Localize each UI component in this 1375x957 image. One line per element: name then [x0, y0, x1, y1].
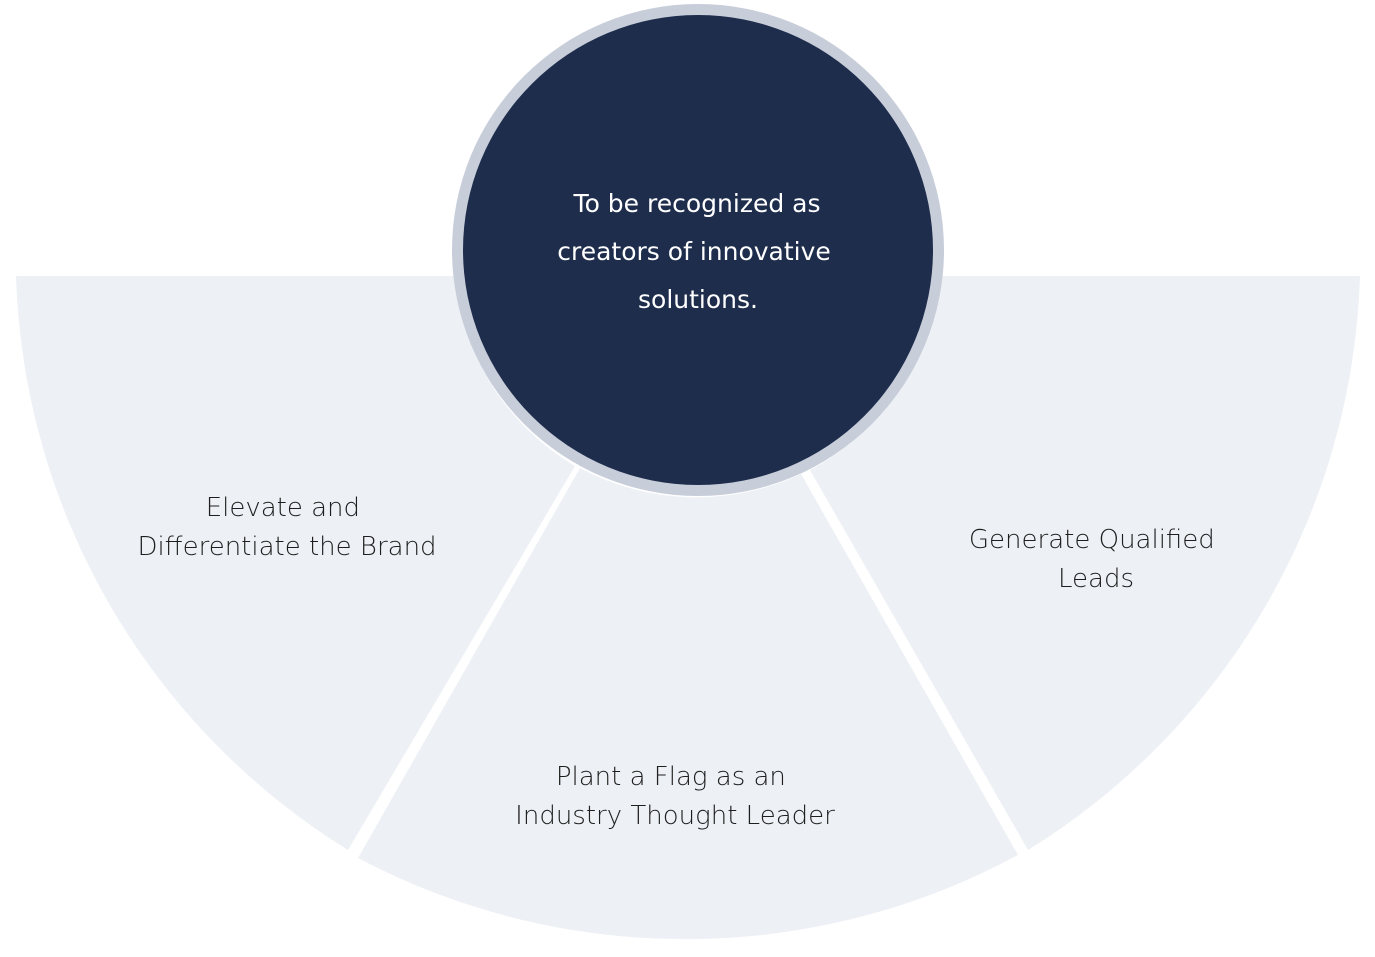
- center-line-1: To be recognized as: [573, 189, 821, 218]
- segment-right: [810, 276, 1360, 850]
- center-circle: [463, 15, 933, 485]
- center-statement: To be recognized as creators of innovati…: [557, 189, 839, 314]
- segment-right-label: Generate Qualified Leads: [969, 525, 1223, 594]
- segment-bottom-line-1: Plant a Flag as an: [556, 762, 786, 792]
- segment-left-label: Elevate and Differentiate the Brand: [137, 493, 436, 562]
- center-line-3: solutions.: [638, 285, 758, 314]
- center-line-2: creators of innovative: [557, 237, 831, 266]
- segment-left-line-2: Differentiate the Brand: [137, 532, 436, 562]
- segment-left-line-1: Elevate and: [206, 493, 360, 523]
- segment-bottom-label: Plant a Flag as an Industry Thought Lead…: [515, 762, 835, 831]
- segment-right-line-1: Generate Qualified: [969, 525, 1215, 555]
- segment-bottom-line-2: Industry Thought Leader: [515, 801, 835, 831]
- segment-bottom: [358, 468, 1018, 940]
- segment-left: [16, 276, 575, 850]
- segment-right-line-2: Leads: [1058, 564, 1134, 594]
